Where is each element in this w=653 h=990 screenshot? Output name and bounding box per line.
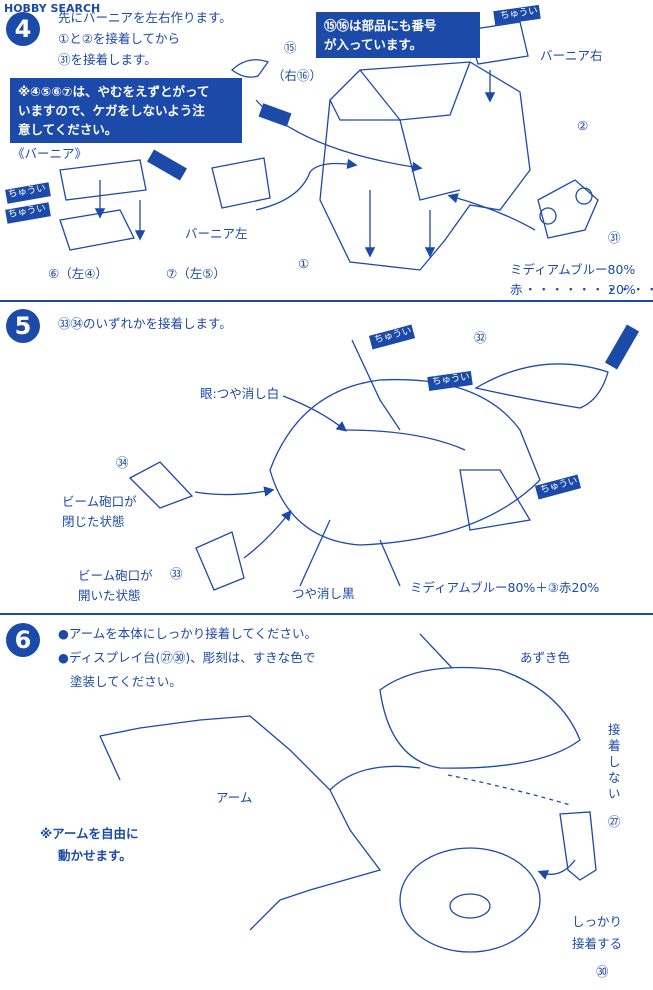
label-part-1: ① (298, 256, 310, 271)
divider-2 (0, 613, 653, 615)
step4-body (319, 61, 531, 271)
label-part-15: ⑮ (284, 40, 297, 55)
label-part-31: ㉛ (608, 230, 621, 245)
label-no-glue-2: 着 (608, 738, 621, 753)
step-4-note-box: ⑮⑯は部品にも番号 が入っています。 (316, 12, 480, 58)
label-no-glue-3: し (608, 754, 621, 769)
step-4-number: 4 (6, 12, 40, 46)
step-6-line-1: ●アームを本体にしっかり接着してください。 (58, 626, 318, 641)
label-beam-closed-2: 閉じた状態 (62, 514, 125, 529)
label-no-glue-4: な (608, 770, 621, 785)
display-base (399, 847, 541, 953)
step6-body (379, 666, 581, 769)
part-34-shape (128, 461, 194, 509)
step-6-line-2: ●ディスプレイ台(㉗㉚)、彫刻は、すきな色で (58, 650, 316, 665)
step-4-warning-box: ※④⑤⑥⑦は、やむをえずとがって いますので、ケガをしないよう注 意してください… (10, 78, 242, 143)
step-4-note-line-1: ⑮⑯は部品にも番号 (324, 18, 437, 33)
step-4-warning-line-3: 意してください。 (18, 122, 118, 137)
color-red-leader: ・・・・・・・・・・・ (524, 282, 653, 297)
label-azuki: あずき色 (520, 650, 571, 665)
step-4-line-1: 先にバーニアを左右作ります。 (58, 10, 232, 25)
label-part-7: ⑦（左⑤） (166, 266, 226, 281)
label-no-glue-1: 接 (608, 722, 621, 737)
part-32-shape (474, 363, 609, 409)
arm-shape (99, 715, 382, 901)
label-firm-2: 接着する (572, 936, 623, 951)
label-arm: アーム (216, 790, 253, 805)
label-right-16: （右⑯） (272, 68, 323, 83)
label-part-34: ㉞ (116, 455, 129, 470)
step-6-number: 6 (6, 623, 40, 657)
color-medium-blue: ミディアムブルー80% (510, 262, 636, 277)
label-color-mix: ミディアムブルー80%＋③赤20% (410, 580, 600, 595)
step-5-line-1: ㉝㉞のいずれかを接着します。 (58, 316, 232, 331)
label-beam-open-2: 開いた状態 (78, 588, 141, 603)
step-6-line-3: 塗装してください。 (70, 674, 182, 689)
label-verniar-left: バーニア左 (185, 226, 248, 241)
verniar-left (211, 157, 271, 209)
color-red-value: 20% (608, 282, 636, 297)
label-beam-closed-1: ビーム砲口が (62, 494, 137, 509)
label-verniar-right: バーニア右 (540, 48, 603, 63)
step-4-warning-line-2: いますので、ケガをしないよう注 (18, 103, 205, 118)
step-4-line-2: ①と②を接着してから (58, 31, 181, 46)
verniar-right (467, 21, 529, 65)
note-arm-1: ※アームを自由に (40, 826, 139, 841)
label-eye: 眼:つや消し白 (200, 386, 280, 401)
note-arm-2: 動かせます。 (58, 848, 132, 863)
step-4-note-line-2: が入っています。 (324, 37, 423, 52)
label-matte-black: つや消し黒 (292, 586, 355, 601)
part-6-shape (59, 159, 147, 201)
part-27-shape (559, 811, 597, 881)
step5-head (269, 378, 541, 546)
label-part-2: ② (577, 118, 589, 133)
label-part-33: ㉝ (170, 566, 183, 581)
step-4-line-3: ㉛を接着します。 (58, 52, 157, 67)
label-beam-open-1: ビーム砲口が (78, 568, 153, 583)
step-4-warning-line-1: ※④⑤⑥⑦は、やむをえずとがって (18, 84, 210, 99)
part-33-shape (195, 531, 245, 591)
label-part-30: ㉚ (596, 964, 609, 979)
part-15-shape (230, 59, 270, 78)
label-part-27: ㉗ (608, 814, 621, 829)
step-5-number: 5 (6, 309, 40, 343)
part-31-shape (537, 179, 599, 239)
label-firm-1: しっかり (572, 914, 623, 929)
label-part-6: ⑥（左④） (48, 266, 108, 281)
divider-1 (0, 300, 653, 302)
color-red-label: 赤 (510, 282, 523, 297)
label-part-32: ㉜ (474, 330, 487, 345)
verniar-header: 《バーニア》 (12, 146, 88, 161)
label-no-glue-5: い (608, 786, 621, 801)
part-7-shape (59, 209, 135, 251)
